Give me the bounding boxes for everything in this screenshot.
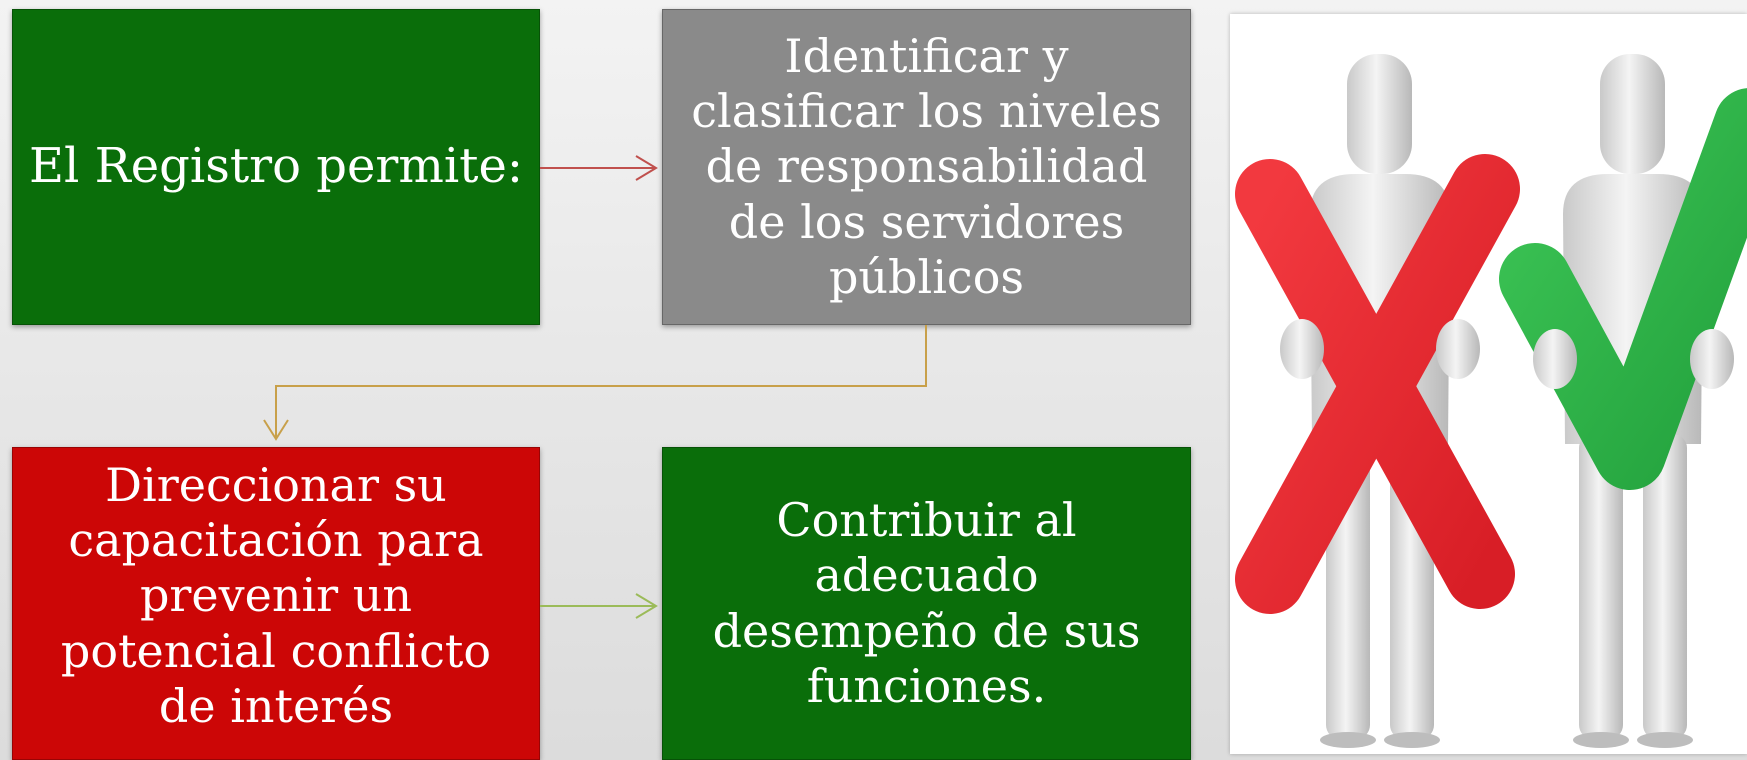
box-contribuir-text: Contribuir al adecuado desempeño de sus … — [712, 493, 1141, 713]
box-direccionar-text: Direccionar su capacitación para preveni… — [60, 458, 492, 733]
box-contribuir-desempeno: Contribuir al adecuado desempeño de sus … — [662, 447, 1191, 760]
arrow-registro-to-identificar — [540, 155, 658, 181]
arrow-identificar-to-direccionar — [263, 325, 927, 441]
illustration-x-and-check — [1230, 14, 1747, 754]
box-identificar-clasificar: Identificar y clasificar los niveles de … — [662, 9, 1191, 325]
box-direccionar-capacitacion: Direccionar su capacitación para preveni… — [12, 447, 540, 760]
box-registro-text: El Registro permite: — [28, 138, 524, 195]
box-identificar-text: Identificar y clasificar los niveles de … — [691, 29, 1162, 304]
box-registro-permite: El Registro permite: — [12, 9, 540, 325]
arrow-direccionar-to-contribuir — [540, 593, 658, 619]
person-holding-checkmark-icon — [1499, 54, 1747, 748]
figures-illustration — [1235, 54, 1747, 748]
person-holding-x-icon — [1235, 54, 1520, 748]
